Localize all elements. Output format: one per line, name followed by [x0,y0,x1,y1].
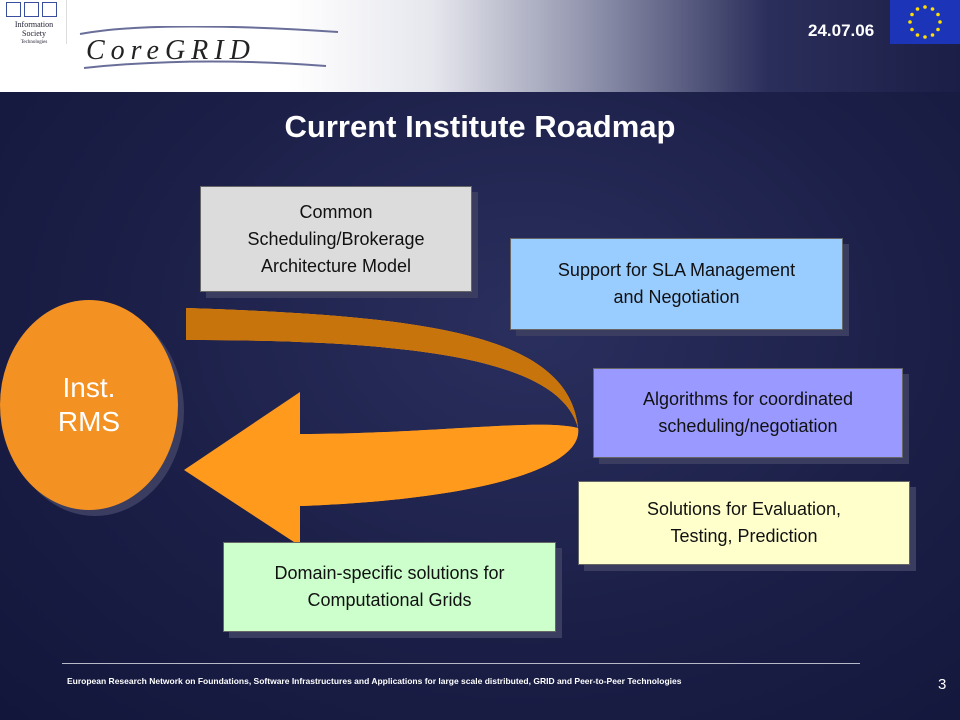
footer-text: European Research Network on Foundations… [67,676,682,686]
date-label: 24.07.06 [808,21,875,40]
box-coordinated-algorithms-label: Algorithms for coordinated scheduling/ne… [642,389,854,436]
box-evaluation-solutions-label: Solutions for Evaluation, Testing, Predi… [646,499,842,546]
box-coordinated-algorithms: Algorithms for coordinated scheduling/ne… [593,368,903,458]
footer-divider [62,663,860,664]
slide-title: Current Institute Roadmap [284,109,676,144]
logo-squares-icon [6,2,57,17]
coregrid-logo: CoreGRID [79,26,339,69]
header-band [0,0,960,92]
coregrid-logo-text: CoreGRID [86,35,256,66]
inst-rms-label: Inst. RMS [57,372,121,437]
box-sla-management-label: Support for SLA Management and Negotiati… [557,260,796,307]
box-common-scheduling: Common Scheduling/Brokerage Architecture… [200,186,472,292]
box-domain-specific: Domain-specific solutions for Computatio… [223,542,556,632]
box-evaluation-solutions: Solutions for Evaluation, Testing, Predi… [578,481,910,565]
logo-text: Information Society Technologies [14,20,54,45]
information-society-logo: Information Society Technologies [0,0,67,45]
box-common-scheduling-label: Common Scheduling/Brokerage Architecture… [247,201,425,276]
page-number: 3 [938,676,947,693]
eu-flag-icon [890,0,960,44]
inst-rms-ellipse: Inst. RMS [0,300,178,510]
box-sla-management: Support for SLA Management and Negotiati… [510,238,843,330]
box-domain-specific-label: Domain-specific solutions for Computatio… [274,563,505,610]
